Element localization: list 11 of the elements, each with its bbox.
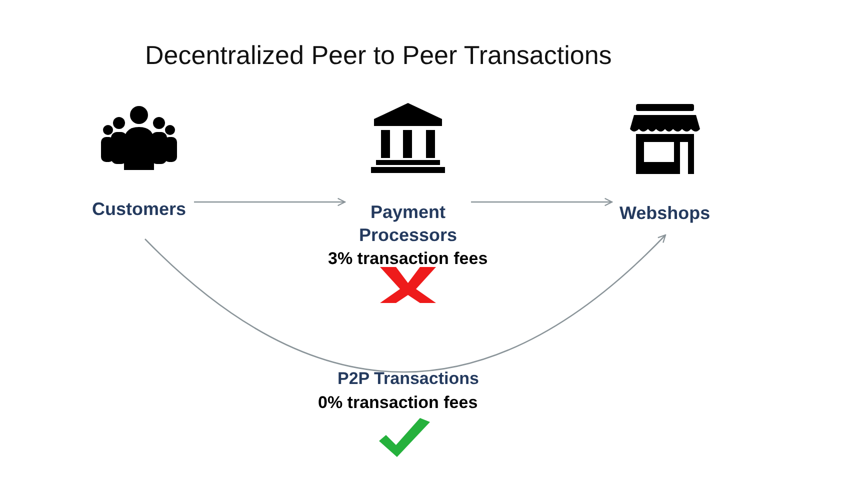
- diagram-title: Decentralized Peer to Peer Transactions: [145, 40, 612, 71]
- caption-text: P2P Transactions: [338, 369, 479, 389]
- node-label: Webshops: [620, 202, 710, 225]
- arrow: [471, 198, 613, 206]
- curved-arrow: [144, 234, 666, 372]
- caption-text: 0% transaction fees: [318, 393, 478, 413]
- node-label: Payment Processors: [358, 201, 458, 247]
- fee-note: 3% transaction fees: [328, 249, 488, 269]
- node-label: Customers: [92, 198, 186, 221]
- labeled-icon-node: [620, 104, 710, 225]
- arrow: [194, 198, 346, 206]
